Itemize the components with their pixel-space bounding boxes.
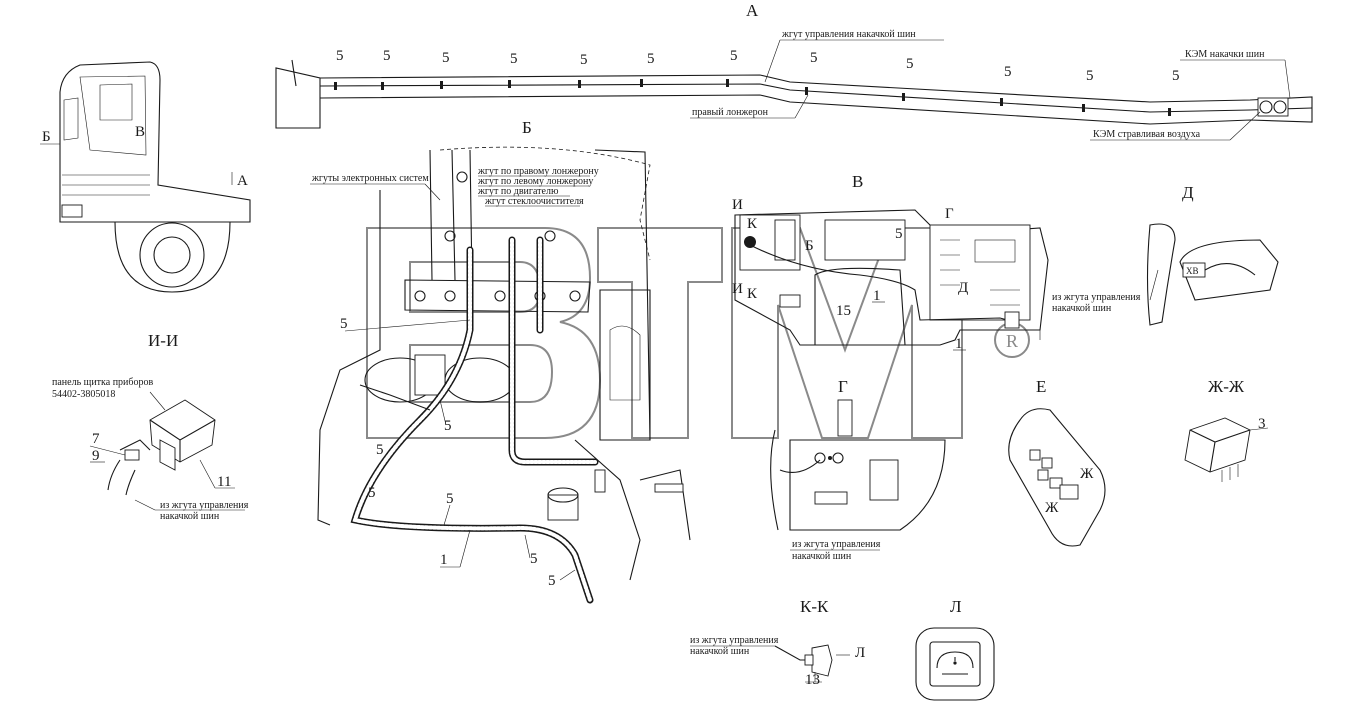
- label-right-spar: правый лонжерон: [692, 107, 769, 118]
- view-label-ii: И-И: [148, 331, 178, 350]
- item-num-7: 7: [92, 431, 100, 447]
- view-label-zhzh: Ж-Ж: [1208, 377, 1245, 396]
- label-right-spar-harness: жгут по правому лонжерону: [477, 166, 599, 177]
- item-num-1: 1: [955, 336, 963, 352]
- clamp-num: 5: [336, 48, 344, 64]
- view-label-v: В: [852, 172, 863, 191]
- watermark: R: [366, 227, 1030, 439]
- view-zhzh: Ж-Ж 3: [1184, 377, 1269, 482]
- clamp-num: 5: [340, 316, 348, 332]
- view-a-clamp-numbers: 5 5 5 5 5 5 5 5 5 5 5 5: [336, 48, 1180, 84]
- clamp-num: 5: [895, 226, 903, 242]
- clamp-num: 5: [368, 485, 376, 501]
- item-num-3: 3: [1258, 416, 1266, 432]
- section-mark-k: К: [747, 216, 758, 232]
- view-ii: И-И панель щитка приборов 54402-3805018 …: [52, 331, 249, 522]
- label-panel-1: панель щитка приборов: [52, 377, 153, 388]
- label-harness-tire: жгут управления накачкой шин: [781, 29, 916, 40]
- view-kk: К-К из жгута управления накачкой шин Л 1…: [690, 597, 865, 688]
- section-mark-zh1: Ж: [1080, 466, 1094, 482]
- view-a-clamps: [334, 79, 1171, 116]
- label-from-harness-g-1: из жгута управления: [792, 539, 881, 550]
- clamp-num: 5: [730, 48, 738, 64]
- clamp-num: 5: [1172, 68, 1180, 84]
- view-label-b: Б: [522, 118, 532, 137]
- label-kem-inflate: КЭМ накачки шин: [1185, 49, 1265, 60]
- view-label-e: Е: [1036, 377, 1046, 396]
- clamp-num: 5: [510, 51, 518, 67]
- truck-cab: Б В А: [40, 61, 251, 293]
- cab-mark-a: А: [237, 173, 248, 189]
- label-from-harness-kk-2: накачкой шин: [690, 646, 750, 657]
- section-mark-i2: И: [732, 281, 743, 297]
- view-label-l: Л: [950, 597, 962, 616]
- cab-mark-v: В: [135, 124, 145, 140]
- view-b: Б: [310, 118, 691, 604]
- label-from-harness-g-2: накачкой шин: [792, 551, 852, 562]
- view-l: Л: [915, 597, 995, 701]
- view-mark-d: Д: [958, 280, 968, 296]
- clamp-num: 5: [548, 573, 556, 589]
- section-mark-i: И: [732, 197, 743, 213]
- label-electronic-harness: жгуты электронных систем: [311, 173, 429, 184]
- clamp-num: 5: [906, 56, 914, 72]
- view-e: Е Ж Ж: [1008, 377, 1106, 547]
- label-from-harness-d-2: накачкой шин: [1052, 303, 1112, 314]
- label-from-harness-d-1: из жгута управления: [1052, 292, 1141, 303]
- label-from-harness-ii-2: накачкой шин: [160, 511, 220, 522]
- item-num-9: 9: [92, 448, 100, 464]
- view-label-kk: К-К: [800, 597, 829, 616]
- label-engine-harness: жгут по двигателю: [477, 186, 559, 197]
- clamp-num: 5: [446, 491, 454, 507]
- harness-num-1: 1: [440, 552, 448, 568]
- view-label-a: А: [746, 1, 759, 20]
- view-mark-l: Л: [855, 645, 865, 661]
- label-from-harness-ii-1: из жгута управления: [160, 500, 249, 511]
- watermark-r: R: [1006, 331, 1018, 351]
- section-mark-k2: К: [747, 286, 758, 302]
- view-v: В И К И К Б Г Д 5 15 1 1: [732, 172, 1049, 352]
- view-d: Д ХВ из жгута управления накачкой шин: [1052, 183, 1279, 326]
- item-num-15: 15: [836, 303, 851, 319]
- label-panel-2: 54402-3805018: [52, 389, 115, 400]
- view-label-g: Г: [838, 377, 848, 396]
- view-mark-b: Б: [805, 238, 814, 254]
- view-mark-g: Г: [945, 206, 954, 222]
- item-num-11: 11: [217, 474, 231, 490]
- clamp-num: 5: [530, 551, 538, 567]
- label-left-spar-harness: жгут по левому лонжерону: [477, 176, 593, 187]
- clamp-num: 5: [1086, 68, 1094, 84]
- clamp-num: 5: [376, 442, 384, 458]
- view-a: А 5 5 5 5 5 5 5: [275, 1, 1313, 141]
- clamp-num: 5: [442, 50, 450, 66]
- label-wiper-harness: жгут стеклоочистителя: [484, 196, 584, 207]
- view-g: Г из жгута управления накачкой шин: [770, 377, 946, 562]
- clamp-num: 5: [1004, 64, 1012, 80]
- view-label-d: Д: [1182, 183, 1194, 202]
- clamp-num: 5: [444, 418, 452, 434]
- item-num-1: 1: [873, 288, 881, 304]
- view-b-bolts: [414, 171, 581, 302]
- clamp-num: 5: [580, 52, 588, 68]
- clamp-num: 5: [647, 51, 655, 67]
- clamp-num: 5: [383, 48, 391, 64]
- label-from-harness-kk-1: из жгута управления: [690, 635, 779, 646]
- section-mark-zh2: Ж: [1045, 500, 1059, 516]
- connector-xb: ХВ: [1186, 266, 1199, 276]
- item-num-13: 13: [805, 672, 820, 688]
- label-kem-release: КЭМ стравливая воздуха: [1093, 129, 1201, 140]
- cab-mark-b: Б: [42, 129, 51, 145]
- clamp-num: 5: [810, 50, 818, 66]
